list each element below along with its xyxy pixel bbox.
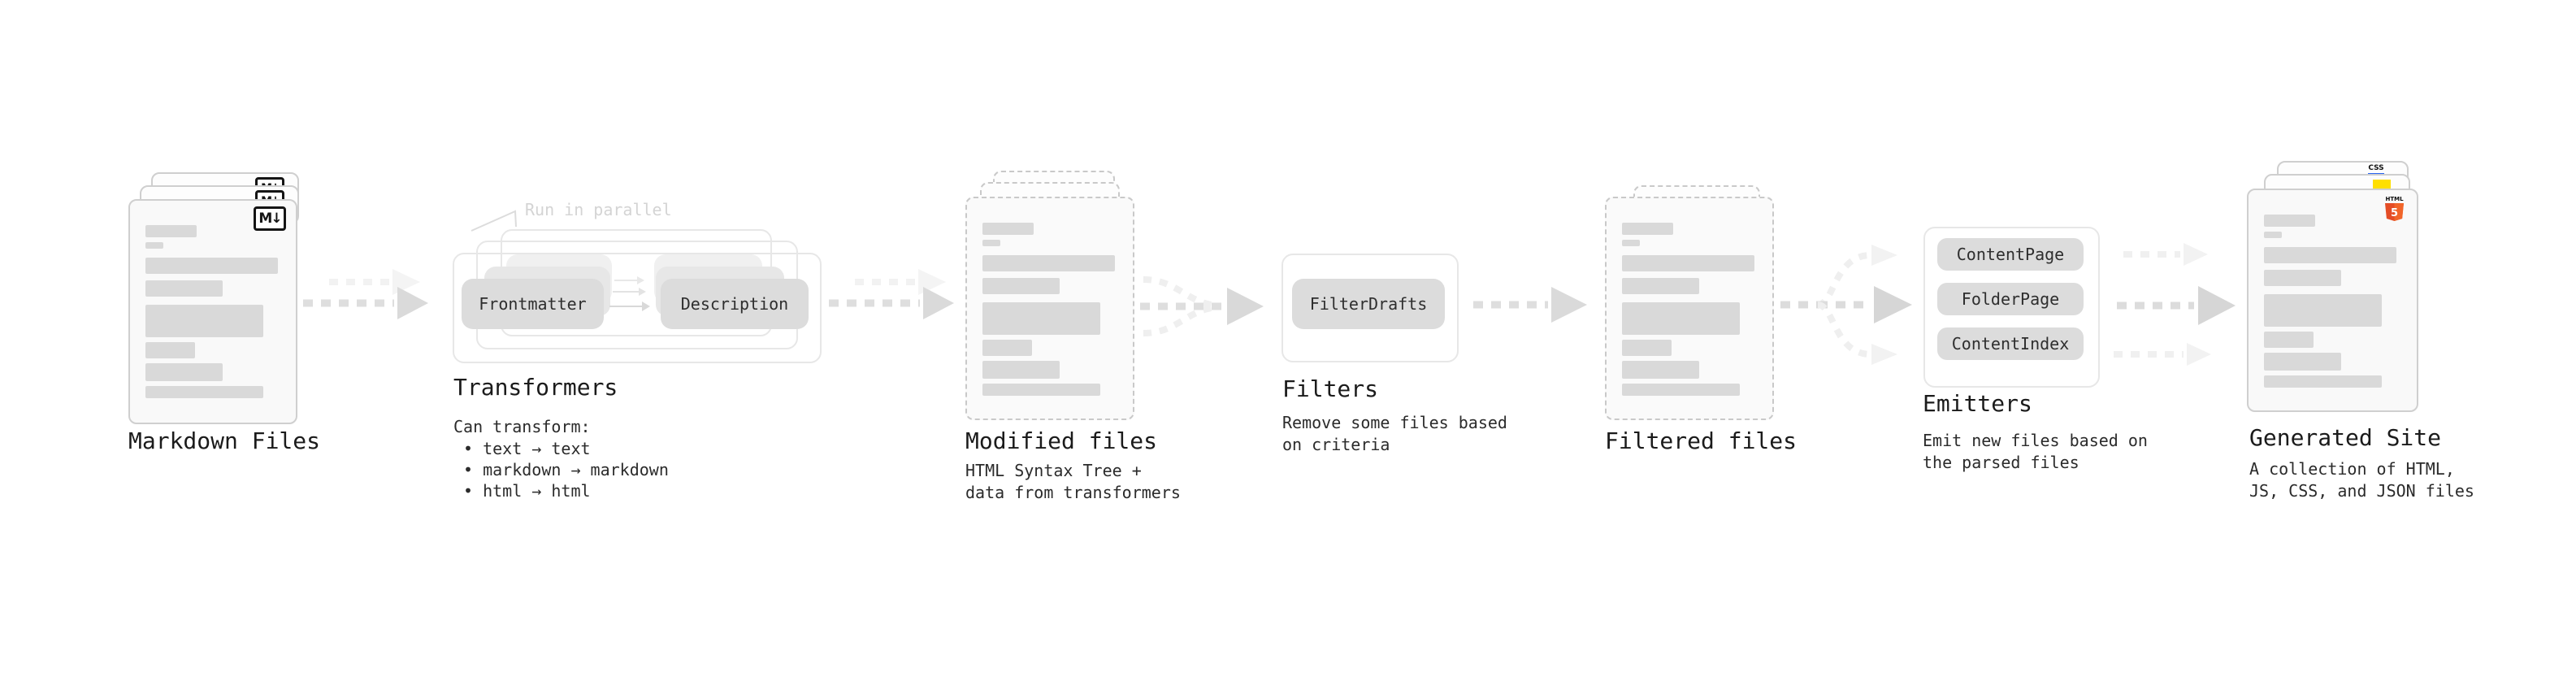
frontmatter-pill: Frontmatter [462, 279, 604, 329]
text-placeholder-bar [982, 223, 1034, 235]
text-placeholder-bar [1622, 302, 1740, 335]
markdown-file-card-front: M↓ [128, 199, 297, 424]
text-placeholder-bar [982, 240, 1000, 246]
html5-icon: HTML 5 [2385, 196, 2404, 221]
bullet-item: text → text [463, 438, 669, 459]
contentpage-pill: ContentPage [1937, 238, 2084, 271]
svg-text:HTML: HTML [2385, 196, 2404, 202]
text-placeholder-bar [2264, 232, 2282, 238]
markdown-icon: M↓ [254, 206, 286, 231]
text-placeholder-bar [2264, 294, 2382, 327]
text-placeholder-bar [982, 278, 1060, 294]
transformer-layer-box-front [453, 253, 822, 363]
text-placeholder-bar [2264, 375, 2382, 388]
text-placeholder-bar [145, 258, 278, 274]
text-placeholder-bar [145, 305, 263, 337]
note-line: JS, CSS, and JSON files [2249, 481, 2474, 501]
text-placeholder-bar [1622, 255, 1754, 271]
filters-label: Filters [1282, 375, 1379, 402]
emitters-note: Emit new files based on the parsed files [1923, 430, 2148, 474]
note-line: the parsed files [1923, 453, 2079, 472]
text-placeholder-bar [1622, 278, 1699, 294]
flow-arrow-transformers-to-modified [829, 269, 954, 319]
text-placeholder-bar [982, 302, 1100, 335]
note-line: Emit new files based on [1923, 431, 2148, 450]
transformers-bullet-list: text → text markdown → markdown html → h… [463, 438, 669, 501]
text-placeholder-bar [1622, 361, 1699, 379]
text-placeholder-bar [1622, 340, 1672, 356]
markdown-files-label: Markdown Files [128, 427, 321, 454]
flow-arrows-emitters-to-generated [2114, 243, 2236, 366]
text-placeholder-bar [2264, 270, 2341, 286]
filtered-file-card-front [1605, 197, 1774, 420]
text-placeholder-bar [145, 280, 223, 297]
modified-file-card-front [965, 197, 1134, 420]
filters-note: Remove some files based on criteria [1282, 412, 1507, 456]
flow-arrow-filtered-to-emitters [1780, 245, 1912, 365]
text-placeholder-bar [2264, 332, 2314, 348]
note-line: HTML Syntax Tree + [965, 461, 1142, 480]
modified-files-note: HTML Syntax Tree + data from transformer… [965, 460, 1181, 504]
svg-text:5: 5 [2391, 207, 2398, 219]
text-placeholder-bar [1622, 384, 1740, 396]
note-line: Remove some files based [1282, 413, 1507, 432]
text-placeholder-bar [145, 386, 263, 398]
text-placeholder-bar [1622, 223, 1673, 235]
emitters-label: Emitters [1923, 390, 2032, 417]
generated-site-label: Generated Site [2249, 424, 2442, 451]
parallel-transform-arrows [609, 276, 650, 311]
text-placeholder-bar [982, 255, 1115, 271]
transformers-label: Transformers [453, 374, 618, 401]
text-placeholder-bar [982, 340, 1032, 356]
contentindex-pill: ContentIndex [1937, 327, 2084, 360]
javascript-icon [2373, 180, 2391, 189]
note-line: data from transformers [965, 483, 1181, 502]
flow-arrow-modified-to-filters [1140, 276, 1264, 336]
flow-arrow-markdown-to-transformers [303, 269, 428, 319]
text-placeholder-bar [145, 342, 195, 358]
text-placeholder-bar [2264, 247, 2396, 263]
bullet-item: markdown → markdown [463, 459, 669, 480]
note-line: A collection of HTML, [2249, 459, 2455, 479]
flow-arrow-filters-to-filtered [1473, 287, 1587, 323]
text-placeholder-bar [982, 361, 1060, 379]
annotation-leader-line [471, 210, 517, 232]
transformers-note-title: Can transform: [453, 417, 591, 436]
text-placeholder-bar [2264, 215, 2315, 227]
generated-html-file-card: HTML 5 [2247, 189, 2418, 412]
bullet-item: html → html [463, 480, 669, 501]
filterdrafts-pill: FilterDrafts [1292, 279, 1445, 329]
run-in-parallel-annotation: Run in parallel [525, 200, 672, 219]
text-placeholder-bar [982, 384, 1100, 396]
text-placeholder-bar [1622, 240, 1640, 246]
text-placeholder-bar [145, 363, 223, 381]
note-line: on criteria [1282, 435, 1390, 454]
filtered-files-label: Filtered files [1605, 427, 1798, 454]
text-placeholder-bar [145, 225, 197, 237]
modified-files-label: Modified files [965, 427, 1158, 454]
description-pill: Description [661, 279, 809, 329]
text-placeholder-bar [2264, 353, 2341, 371]
folderpage-pill: FolderPage [1937, 283, 2084, 315]
generated-site-note: A collection of HTML, JS, CSS, and JSON … [2249, 458, 2474, 502]
text-placeholder-bar [145, 242, 163, 249]
